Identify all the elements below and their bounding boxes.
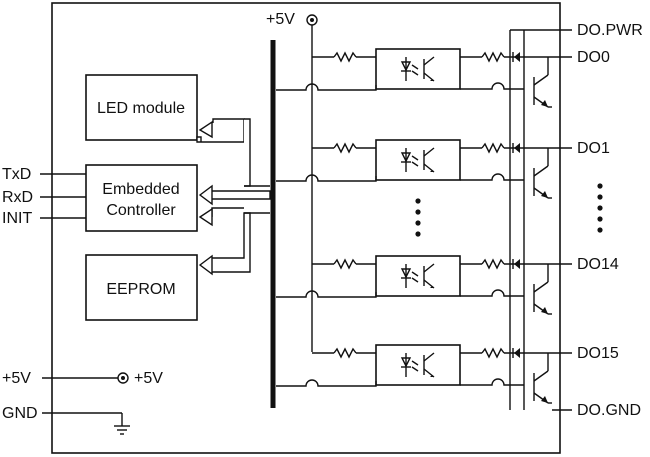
diode (514, 259, 520, 269)
init-label: INIT (2, 210, 32, 227)
rxd-label: RxD (2, 189, 33, 206)
gnd-label: GND (2, 405, 38, 422)
channel-label: DO1 (577, 140, 610, 157)
eeprom-label: EEPROM (106, 281, 175, 298)
controller-label-line1: Embedded (102, 181, 179, 198)
resistor (481, 348, 505, 358)
channel-row: DO0 (276, 48, 610, 108)
channel-row: DO1 (276, 139, 610, 199)
power-internal-label: +5V (134, 370, 163, 387)
diode (514, 143, 520, 153)
eeprom-block (85, 254, 198, 321)
diode (514, 348, 520, 358)
diode (514, 52, 520, 62)
arrow-to-led (196, 118, 245, 143)
do-pwr-label: DO.PWR (577, 22, 643, 39)
channel-row: DO14 (276, 255, 619, 315)
module-outline (51, 2, 561, 454)
channel-row: DO15 (276, 344, 619, 404)
resistor (481, 52, 505, 62)
resistor (333, 143, 357, 153)
bus-power-label: +5V (266, 11, 295, 28)
txd-label: TxD (2, 166, 31, 183)
led-module-label: LED module (97, 100, 185, 117)
power-in-label: +5V (2, 370, 31, 387)
ellipsis-middle (415, 198, 421, 237)
opto-isolator (375, 344, 461, 386)
embedded-controller-block (85, 164, 198, 232)
opto-isolator (375, 139, 461, 181)
resistor (481, 143, 505, 153)
do-gnd-label: DO.GND (577, 402, 641, 419)
resistor (333, 259, 357, 269)
arrow-to-eeprom (212, 212, 251, 273)
led-module-block (85, 74, 198, 141)
resistor (333, 52, 357, 62)
arrow-to-controller (212, 190, 271, 200)
resistor (481, 259, 505, 269)
ellipsis-right (597, 183, 603, 233)
channel-label: DO14 (577, 256, 619, 273)
resistor (333, 348, 357, 358)
channel-label: DO15 (577, 345, 619, 362)
channel-label: DO0 (577, 49, 610, 66)
controller-label-line2: Controller (106, 202, 176, 219)
opto-isolator (375, 48, 461, 90)
opto-isolator (375, 255, 461, 297)
